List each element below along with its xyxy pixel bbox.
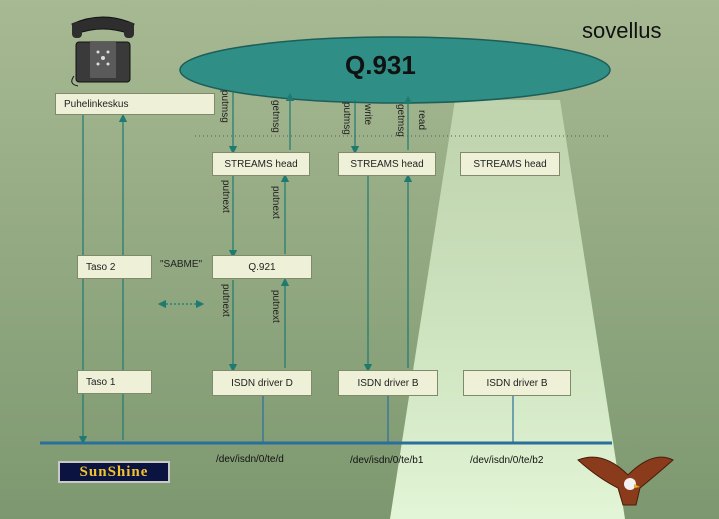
isdn-driver-d: ISDN driver D <box>212 370 312 396</box>
isdn-driver-b1: ISDN driver B <box>338 370 438 396</box>
call-putnext-down-2: putnext <box>220 284 231 317</box>
streams-head-2-label: STREAMS head <box>350 158 424 170</box>
light-beam <box>390 100 625 519</box>
layer-taso1: Taso 1 <box>77 370 152 394</box>
call-putnext-up-1: putnext <box>270 186 281 219</box>
eagle-icon <box>577 456 674 506</box>
streams-head-3: STREAMS head <box>460 152 560 176</box>
call-getmsg-mid: getmsg <box>395 104 406 137</box>
call-read-mid: read <box>416 110 427 131</box>
streams-head-1-label: STREAMS head <box>224 158 298 170</box>
layer-taso1-label: Taso 1 <box>86 376 116 388</box>
q921-label: Q.921 <box>248 261 276 273</box>
q921-box: Q.921 <box>212 255 312 279</box>
device-d: /dev/isdn/0/te/d <box>216 454 284 465</box>
q931-ellipse <box>179 36 611 104</box>
streams-head-3-label: STREAMS head <box>473 158 547 170</box>
layer-taso2: Taso 2 <box>77 255 152 279</box>
call-getmsg-left: getmsg <box>270 100 281 133</box>
call-putnext-up-2: putnext <box>270 290 281 323</box>
telephone-icon <box>71 16 135 87</box>
call-write-mid: write <box>362 104 373 126</box>
streams-head-1: STREAMS head <box>212 152 310 176</box>
call-putnext-down-1: putnext <box>220 180 231 213</box>
layer-puhelinkeskus-label: Puhelinkeskus <box>64 98 129 110</box>
streams-head-2: STREAMS head <box>338 152 436 176</box>
isdn-driver-d-label: ISDN driver D <box>231 377 293 389</box>
isdn-driver-b2: ISDN driver B <box>463 370 571 396</box>
sabme-label: "SABME" <box>160 259 203 270</box>
sunshine-logo-text: SunShine <box>79 463 149 480</box>
layer-taso2-label: Taso 2 <box>86 261 116 273</box>
device-b2: /dev/isdn/0/te/b2 <box>470 455 544 466</box>
call-putmsg-mid: putmsg <box>341 102 352 135</box>
layer-puhelinkeskus: Puhelinkeskus <box>55 93 215 115</box>
q931-label: Q.931 <box>345 50 416 80</box>
call-putmsg-left: putmsg <box>219 90 230 123</box>
device-b1: /dev/isdn/0/te/b1 <box>350 455 424 466</box>
page-title: sovellus <box>582 18 662 43</box>
isdn-driver-b2-label: ISDN driver B <box>486 377 548 389</box>
isdn-driver-b1-label: ISDN driver B <box>357 377 419 389</box>
sunshine-logo: SunShine <box>58 461 170 483</box>
